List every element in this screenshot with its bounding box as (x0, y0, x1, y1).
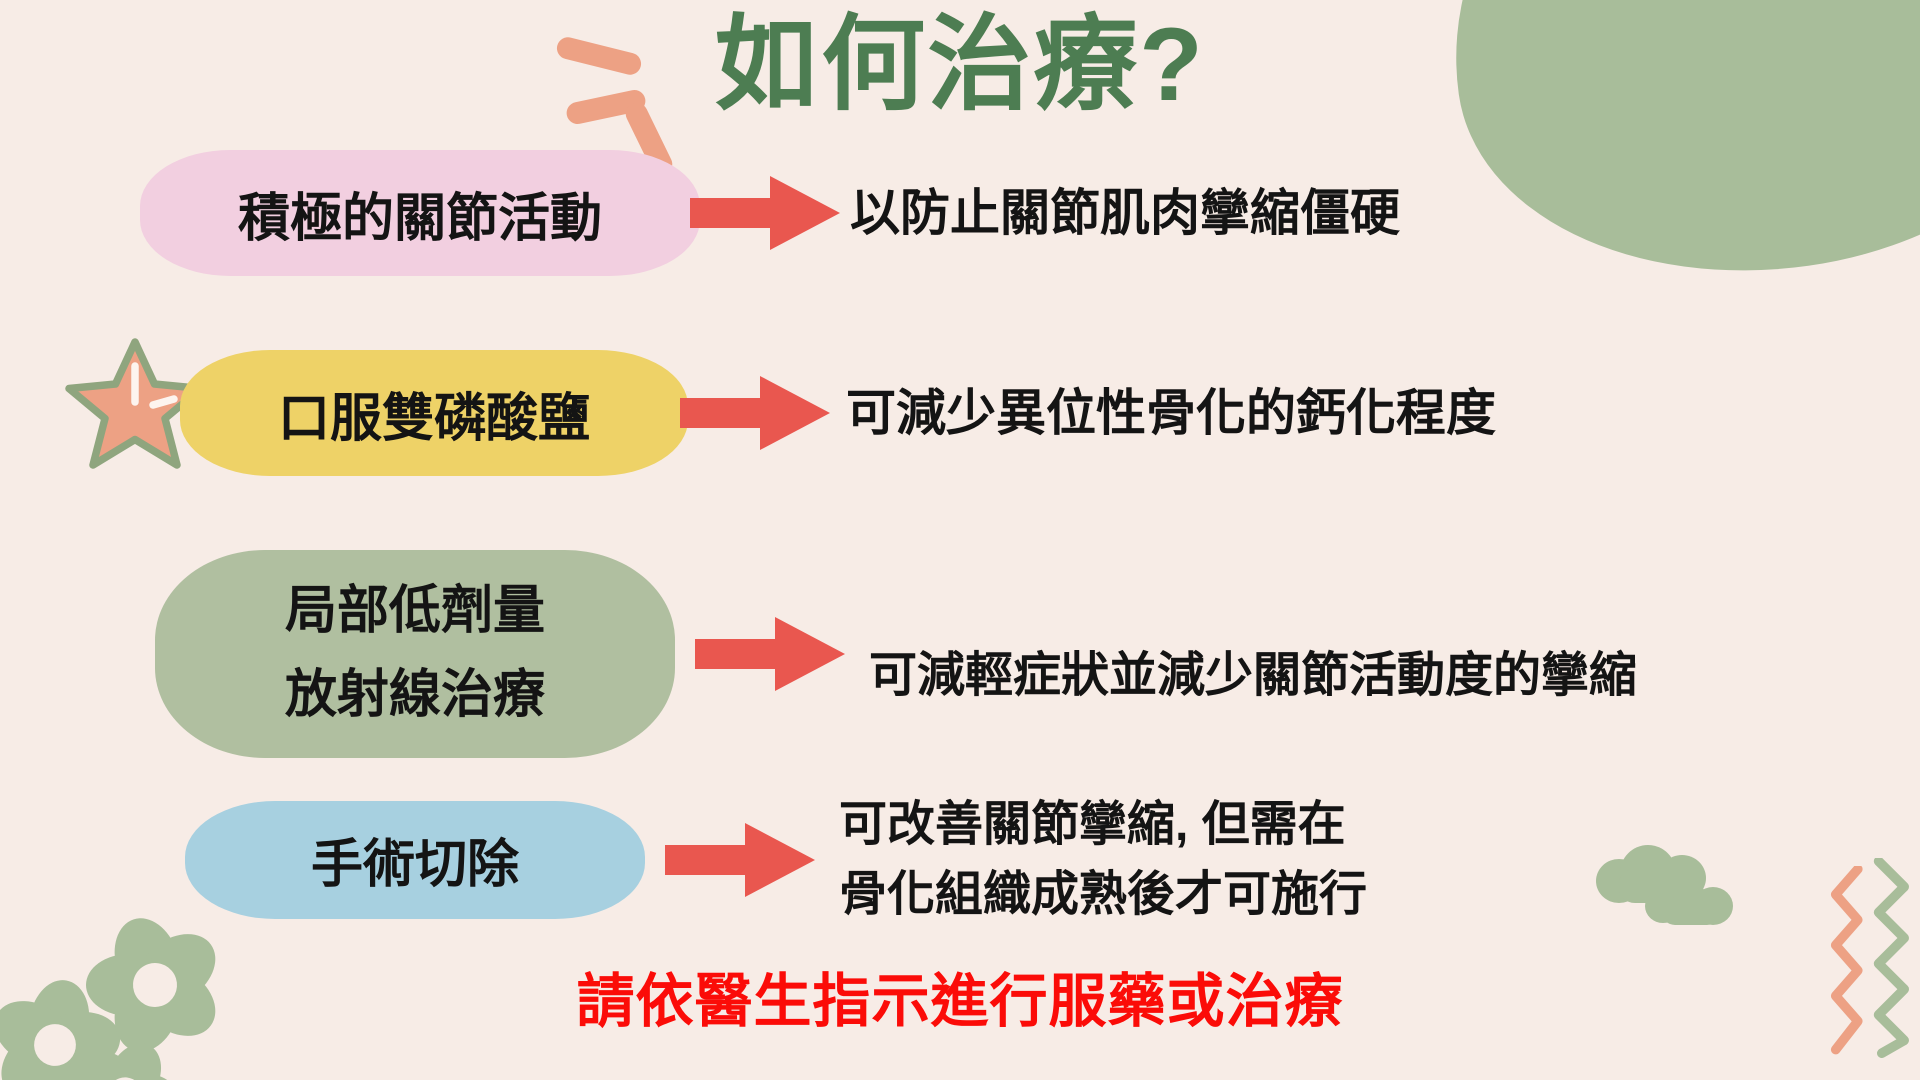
treatment-description: 可減少異位性骨化的鈣化程度 (846, 384, 1496, 441)
cloud-decoration (1645, 877, 1765, 927)
treatment-label-line2: 放射線治療 (284, 666, 545, 724)
treatment-label: 積極的關節活動 (237, 189, 602, 248)
treatment-label: 局部低劑量 (284, 582, 545, 641)
warning-text: 請依醫生指示進行服藥或治療 (576, 969, 1344, 1034)
treatment-description: 可改善關節攣縮, 但需在 骨化組織成熟後才可施行 (839, 798, 1368, 921)
treatment-row: 積極的關節活動 以防止關節肌肉攣縮僵硬 (140, 150, 1400, 276)
cloud-decoration (1596, 845, 1746, 905)
treatment-row: 手術切除 可改善關節攣縮, 但需在 骨化組織成熟後才可施行 (185, 790, 1367, 929)
treatment-label-pill[interactable]: 局部低劑量 放射線治療 (155, 550, 675, 758)
treatment-label-pill[interactable]: 積極的關節活動 (140, 150, 700, 276)
treatment-description: 以防止關節肌肉攣縮僵硬 (850, 184, 1400, 241)
treatment-row: 局部低劑量 放射線治療 可減輕症狀並減少關節活動度的攣縮 (155, 550, 1637, 758)
treatment-row: 口服雙磷酸鹽 可減少異位性骨化的鈣化程度 (180, 350, 1496, 476)
treatment-label-pill[interactable]: 手術切除 (185, 800, 645, 919)
arrow-icon (680, 376, 830, 450)
treatment-label: 口服雙磷酸鹽 (277, 389, 590, 448)
treatment-label: 手術切除 (310, 836, 519, 895)
arrow-icon (695, 617, 845, 691)
page-title: 如何治療? (715, 7, 1205, 123)
treatment-label-pill[interactable]: 口服雙磷酸鹽 (180, 350, 688, 476)
arrow-icon (690, 176, 840, 250)
arrow-icon (665, 822, 815, 897)
treatment-description: 可減輕症狀並減少關節活動度的攣縮 (869, 649, 1638, 703)
